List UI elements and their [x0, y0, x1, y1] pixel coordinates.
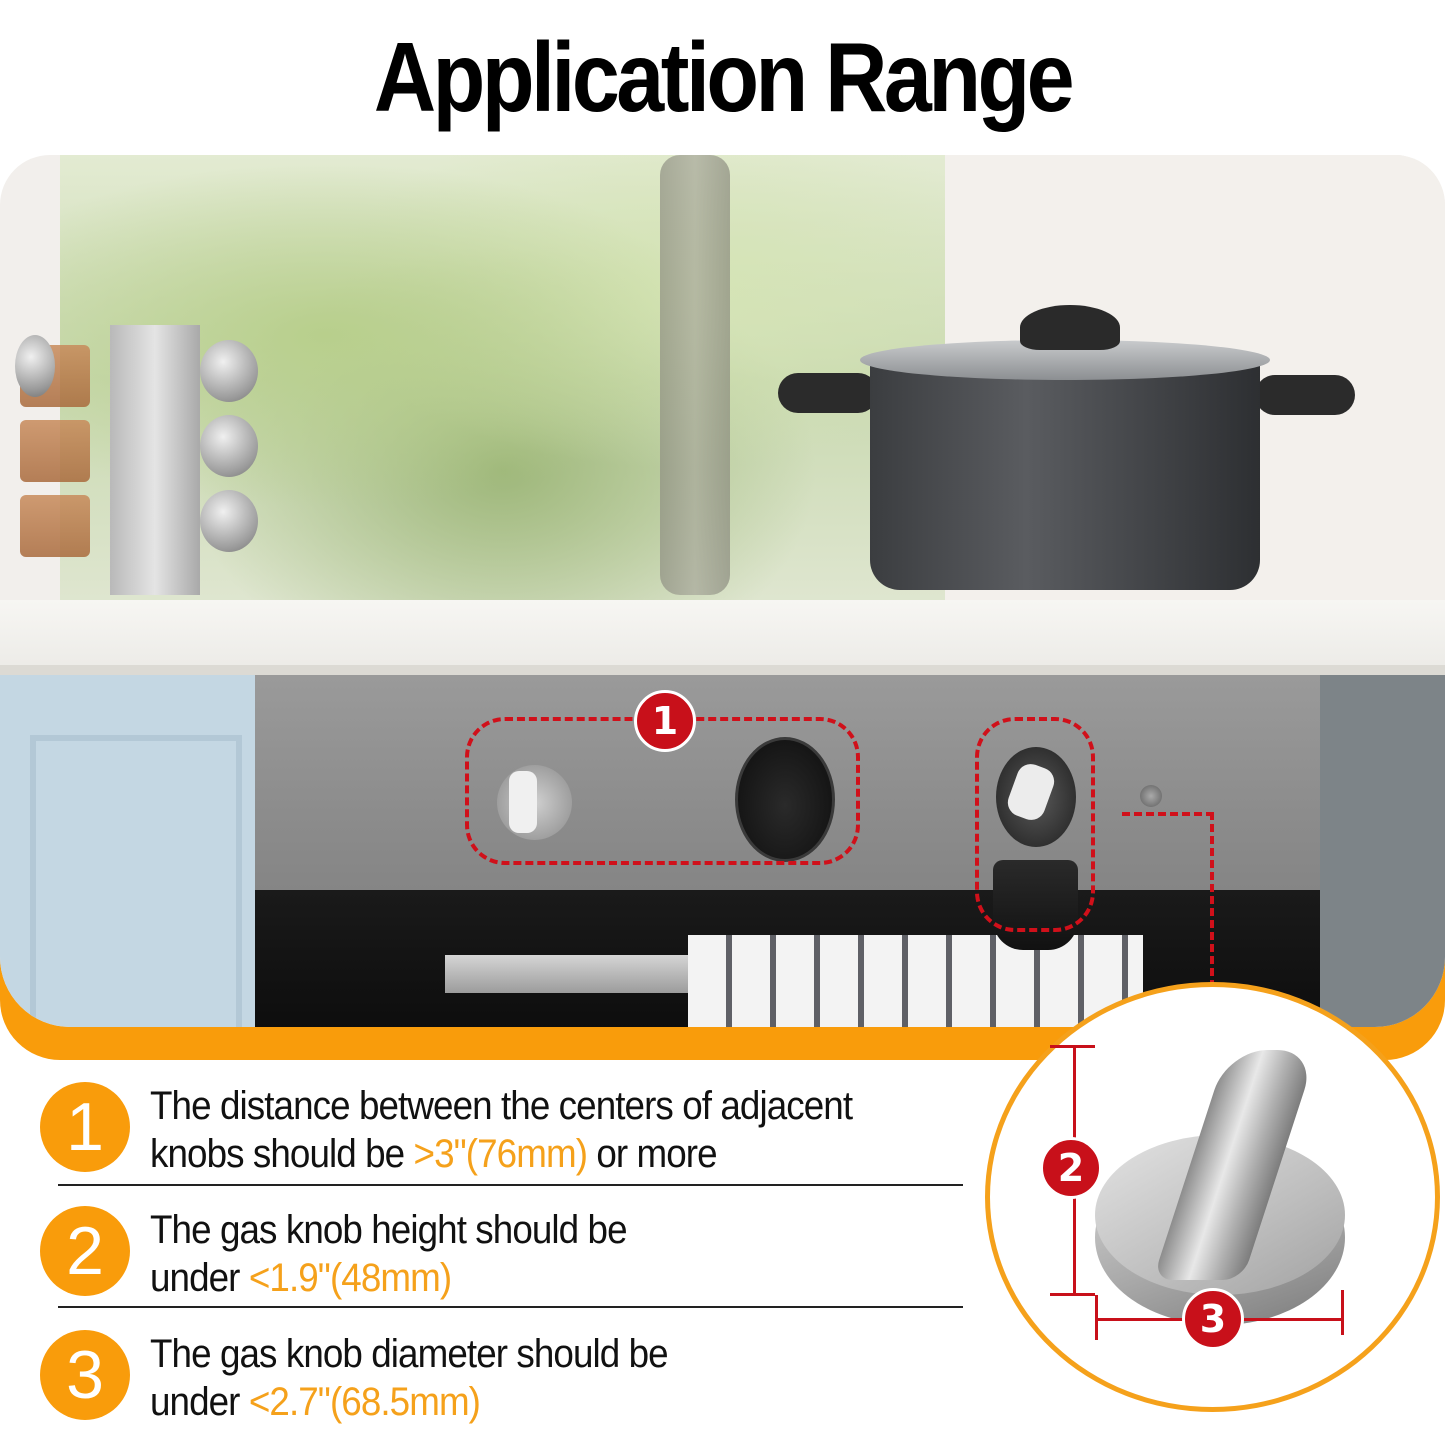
spec-prefix: knobs should be [150, 1132, 414, 1176]
divider [58, 1184, 963, 1186]
countertop [0, 600, 1445, 670]
knob-cover-open [996, 747, 1076, 847]
oven-dial-knob [497, 765, 572, 840]
spice-lid [200, 490, 258, 552]
spec-number-badge: 1 [40, 1082, 130, 1172]
cooking-pot [870, 355, 1260, 590]
spice-lid [200, 415, 258, 477]
spec-prefix: under [150, 1256, 249, 1300]
spec-line-2: under <1.9"(48mm) [150, 1254, 627, 1302]
spec-line-1: The gas knob height should be [150, 1208, 628, 1252]
kitchen-photo [0, 155, 1445, 1027]
countertop-edge [0, 665, 1445, 675]
spec-number-badge: 2 [40, 1206, 130, 1296]
striped-towel [688, 935, 1143, 1027]
height-dimension-tick [1050, 1045, 1095, 1048]
badge-spacing: 1 [634, 690, 696, 752]
spec-prefix: under [150, 1380, 249, 1424]
oven-handle [445, 955, 695, 993]
spec-line-2: knobs should be >3"(76mm) or more [150, 1130, 852, 1178]
gas-knob-image [1095, 1040, 1360, 1330]
pot-handle [778, 373, 878, 413]
badge-height: 2 [1040, 1137, 1102, 1199]
rack-pole [110, 325, 200, 595]
spec-item-diameter: 3 The gas knob diameter should be under … [40, 1330, 713, 1426]
spec-suffix: or more [587, 1132, 717, 1176]
diameter-dimension-tick [1341, 1290, 1344, 1335]
height-dimension-tick [1050, 1293, 1095, 1296]
spec-value: <1.9"(48mm) [248, 1256, 452, 1300]
spec-item-spacing: 1 The distance between the centers of ad… [40, 1082, 913, 1178]
cabinet-left [0, 675, 255, 1027]
tree-trunk [660, 155, 730, 595]
spec-text: The gas knob height should be under <1.9… [150, 1206, 628, 1302]
knob-cover-outline [975, 717, 1095, 932]
diameter-dimension-tick [1095, 1295, 1098, 1340]
divider [58, 1306, 963, 1308]
spec-value: <2.7"(68.5mm) [248, 1380, 481, 1424]
spec-text: The gas knob diameter should be under <2… [150, 1330, 669, 1426]
spec-value: >3"(76mm) [413, 1132, 588, 1176]
spec-item-height: 2 The gas knob height should be under <1… [40, 1206, 668, 1302]
knob-cover-closed [735, 737, 835, 862]
spec-number-badge: 3 [40, 1330, 130, 1420]
pot-lid-knob [1020, 305, 1120, 350]
spec-line-1: The gas knob diameter should be [150, 1332, 669, 1376]
spec-text: The distance between the centers of adja… [150, 1082, 853, 1178]
spec-line-2: under <2.7"(68.5mm) [150, 1378, 668, 1426]
spec-line-1: The distance between the centers of adja… [150, 1084, 853, 1128]
spice-jar [20, 420, 90, 482]
cabinet-right [1320, 675, 1445, 1027]
badge-diameter: 3 [1182, 1288, 1244, 1350]
spice-jar [20, 495, 90, 557]
page-title: Application Range [373, 22, 1075, 132]
leader-line [1122, 812, 1214, 816]
spice-rack [15, 305, 340, 595]
leader-line [1210, 812, 1214, 1072]
pot-handle [1255, 375, 1355, 415]
panel-screw [1140, 785, 1162, 807]
spice-lid [200, 340, 258, 402]
spice-lid [15, 335, 55, 397]
